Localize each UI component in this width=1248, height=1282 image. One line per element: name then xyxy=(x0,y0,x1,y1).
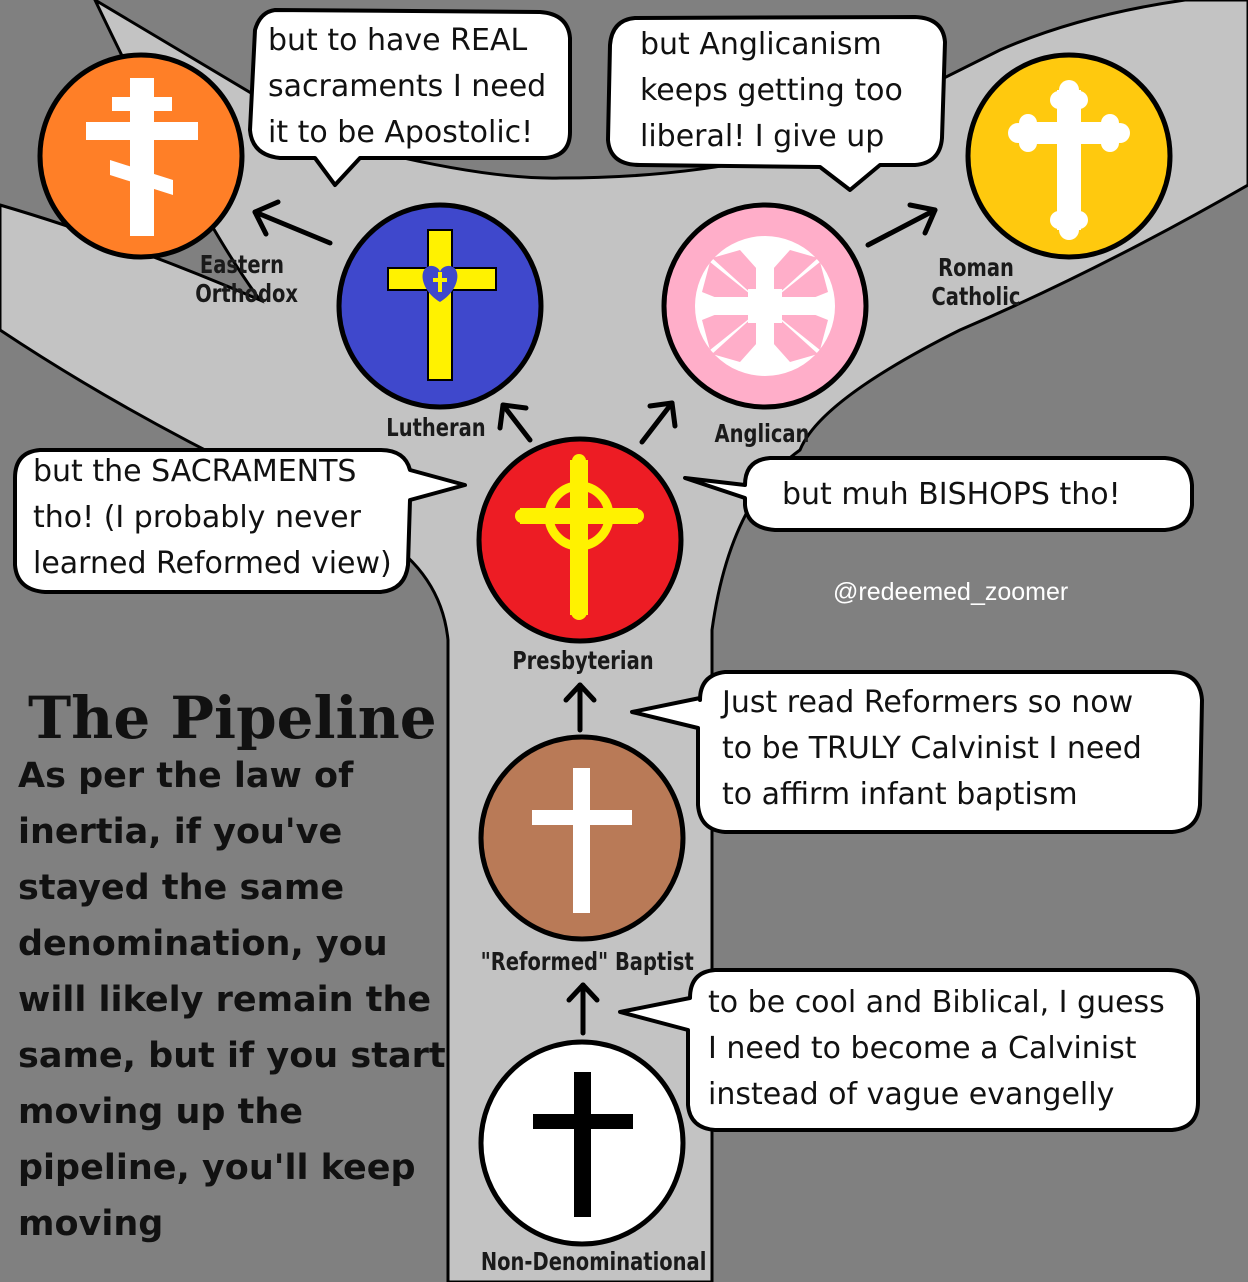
bubble-orthodox-text: but to have REAL sacraments I need it to… xyxy=(268,23,547,150)
arrow-to-lutheran xyxy=(497,402,533,443)
page-title: The Pipeline xyxy=(28,684,437,752)
bubble-lutheran-shape xyxy=(13,448,467,594)
bubble-baptist-shape xyxy=(618,968,1200,1132)
nondenominational-latin-cross-icon xyxy=(533,1072,633,1217)
orthodox-cross-icon xyxy=(86,78,198,236)
budded-cross-icon xyxy=(1008,80,1130,240)
non-denominational-label: Non-Denominational xyxy=(480,1247,707,1276)
anglican-label: Anglican xyxy=(714,419,810,448)
reformed-baptist-label: "Reformed" Baptist xyxy=(480,947,694,976)
arrow-to-anglican xyxy=(639,400,678,445)
canterbury-cross-icon xyxy=(695,236,835,376)
presbyterian-label: Presbyterian xyxy=(512,646,654,675)
arrow-to-presbyterian xyxy=(563,682,597,733)
arrow-to-reformed-baptist xyxy=(566,982,600,1036)
roman-catholic-label-line1: Roman xyxy=(938,253,1014,282)
roman-catholic-label-line2: Catholic xyxy=(931,282,1021,311)
bubble-anglican-text: but muh BISHOPS tho! xyxy=(782,477,1121,512)
bubble-orthodox-shape xyxy=(248,8,572,187)
bubble-lutheran-text: but the SACRAMENTS tho! (I probably neve… xyxy=(33,454,392,581)
celtic-cross-icon xyxy=(515,454,644,620)
arrows xyxy=(252,199,938,1036)
bubble-catholic-text: but Anglicanism keeps getting too libera… xyxy=(640,27,903,154)
bubble-presbyterian-text: Just read Reformers so now to be TRULY C… xyxy=(722,685,1142,812)
bubble-anglican-shape xyxy=(683,456,1194,532)
roman-catholic-label: Roman Catholic xyxy=(929,253,1023,311)
eastern-orthodox-label-line1: Eastern xyxy=(199,250,285,279)
bubble-presbyterian-shape xyxy=(630,670,1204,834)
bubble-catholic-shape xyxy=(606,15,947,192)
credit-handle: @redeemed_zoomer xyxy=(833,578,1069,606)
baptist-latin-cross-icon xyxy=(532,768,632,913)
eastern-orthodox-label-line2: Orthodox xyxy=(195,279,298,308)
luther-rose-cross-icon xyxy=(387,229,497,381)
arrow-to-eastern-orthodox xyxy=(252,199,333,246)
eastern-orthodox-label: Eastern Orthodox xyxy=(195,250,298,308)
description-text: As per the law of inertia, if you've sta… xyxy=(18,756,446,1244)
arrow-to-roman-catholic xyxy=(865,202,938,248)
lutheran-label: Lutheran xyxy=(386,413,486,442)
bubble-baptist-text: to be cool and Biblical, I guess I need … xyxy=(708,985,1165,1112)
